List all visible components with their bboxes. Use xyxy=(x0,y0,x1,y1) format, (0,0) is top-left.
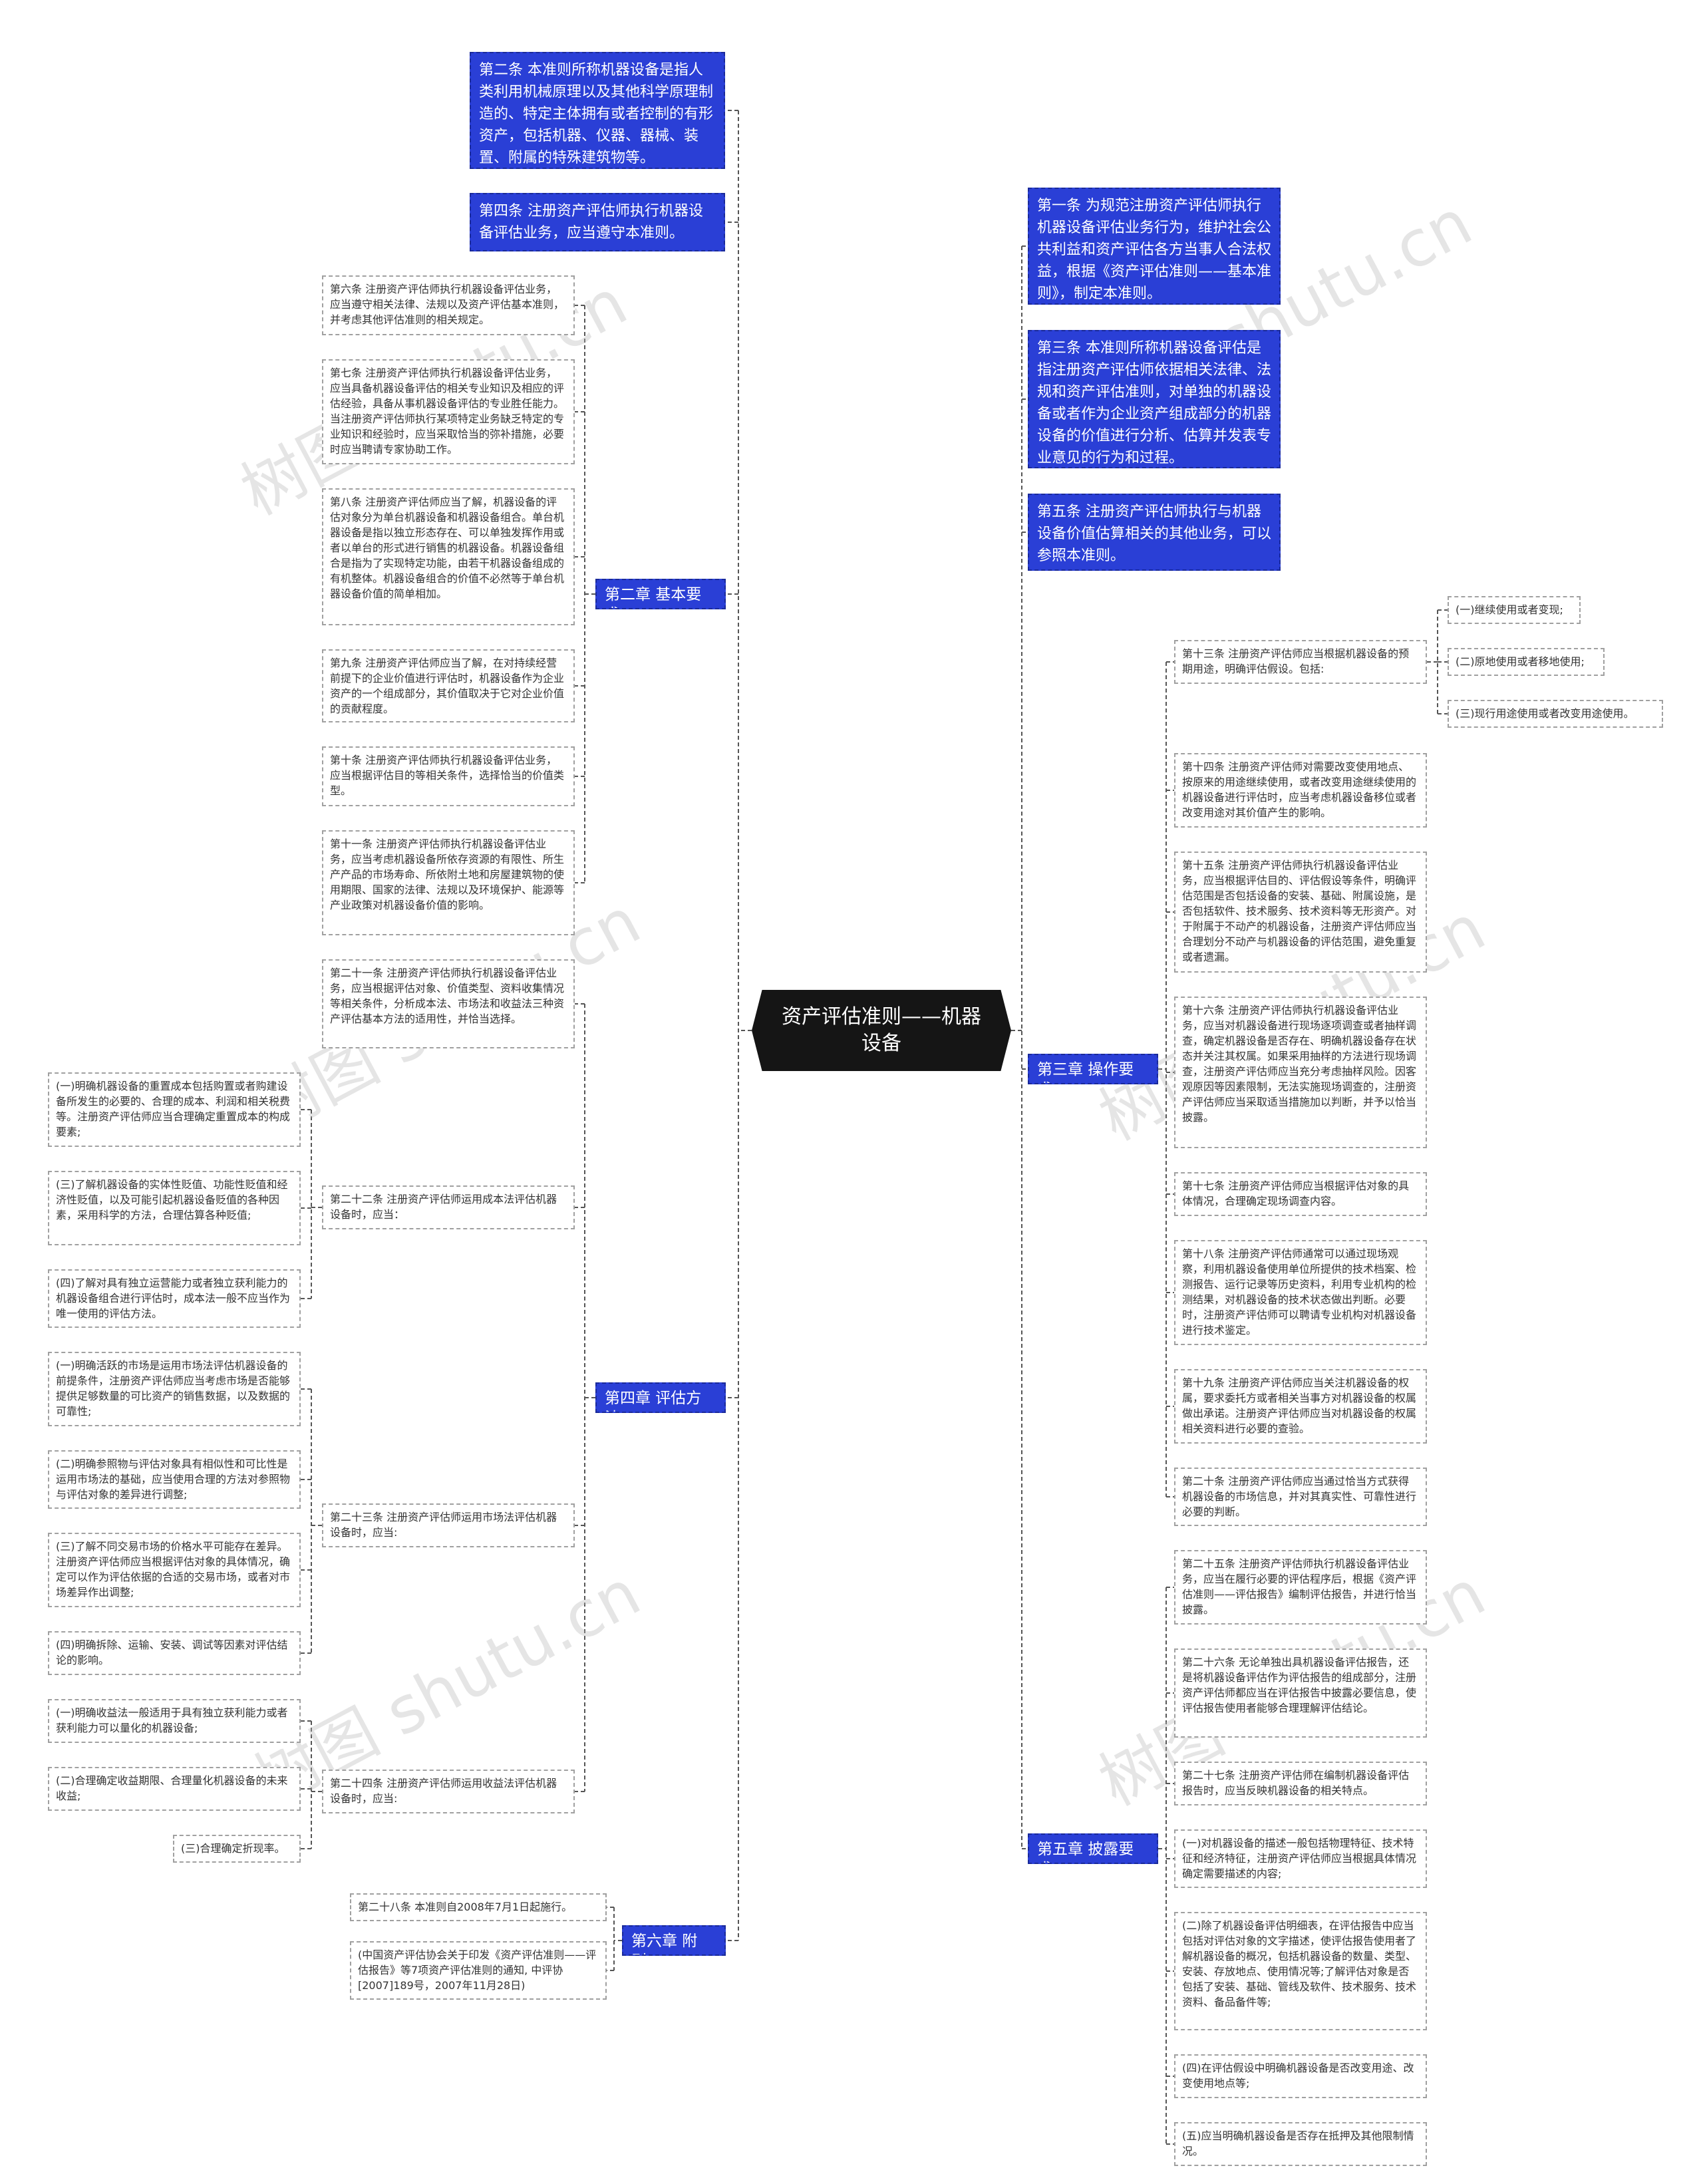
article-21-node[interactable]: 第二十一条 注册资产评估师执行机器设备评估业务，应当根据评估对象、价值类型、资料… xyxy=(322,959,575,1048)
article-15-node[interactable]: 第十五条 注册资产评估师执行机器设备评估业务，应当根据评估目的、评估假设等条件，… xyxy=(1174,852,1427,973)
article-23-item-4[interactable]: (四)明确拆除、运输、安装、调试等因素对评估结论的影响。 xyxy=(48,1631,301,1675)
article-14-node[interactable]: 第十四条 注册资产评估师对需要改变使用地点、按原来的用途继续使用，或者改变用途继… xyxy=(1174,753,1427,828)
article-28-node[interactable]: 第二十八条 本准则自2008年7月1日起施行。 xyxy=(350,1893,607,1921)
article-18-node[interactable]: 第十八条 注册资产评估师通常可以通过现场观察，利用机器设备使用单位所提供的技术档… xyxy=(1174,1240,1427,1345)
article-27-node[interactable]: 第二十七条 注册资产评估师在编制机器设备评估报告时，应当反映机器设备的相关特点。 xyxy=(1174,1762,1427,1805)
article-20-node[interactable]: 第二十条 注册资产评估师应当通过恰当方式获得机器设备的市场信息，并对其真实性、可… xyxy=(1174,1468,1427,1526)
disclosure-item-5[interactable]: (五)应当明确机器设备是否存在抵押及其他限制情况。 xyxy=(1174,2122,1427,2166)
article-22-item-1[interactable]: (一)明确机器设备的重置成本包括购置或者购建设备所发生的必要的、合理的成本、利润… xyxy=(48,1072,301,1147)
article-17-node[interactable]: 第十七条 注册资产评估师应当根据评估对象的具体情况，合理确定现场调查内容。 xyxy=(1174,1172,1427,1216)
article-9-node[interactable]: 第九条 注册资产评估师应当了解，在对持续经营前提下的企业价值进行评估时，机器设备… xyxy=(322,649,575,722)
article-16-node[interactable]: 第十六条 注册资产评估师执行机器设备评估业务，应当对机器设备进行现场逐项调查或者… xyxy=(1174,997,1427,1148)
article-23-node[interactable]: 第二十三条 注册资产评估师运用市场法评估机器设备时，应当: xyxy=(322,1503,575,1547)
article-23-item-2[interactable]: (二)明确参照物与评估对象具有相似性和可比性是运用市场法的基础，应当使用合理的方… xyxy=(48,1450,301,1509)
disclosure-item-1[interactable]: (一)对机器设备的描述一般包括物理特征、技术特征和经济特征，注册资产评估师应当根… xyxy=(1174,1829,1427,1888)
article-13-item-3[interactable]: (三)现行用途使用或者改变用途使用。 xyxy=(1448,700,1663,728)
article-8-node[interactable]: 第八条 注册资产评估师应当了解，机器设备的评估对象分为单台机器设备和机器设备组合… xyxy=(322,488,575,625)
chapter-4-node[interactable]: 第四章 评估方法 xyxy=(595,1382,726,1413)
chapter-2-node[interactable]: 第二章 基本要求 xyxy=(595,579,726,609)
article-22-item-3[interactable]: (三)了解机器设备的实体性贬值、功能性贬值和经济性贬值，以及可能引起机器设备贬值… xyxy=(48,1171,301,1245)
article-4-node[interactable]: 第四条 注册资产评估师执行机器设备评估业务，应当遵守本准则。 xyxy=(470,193,725,251)
chapter-3-node[interactable]: 第三章 操作要求 xyxy=(1028,1054,1158,1084)
article-22-item-4[interactable]: (四)了解对具有独立运营能力或者独立获利能力的机器设备组合进行评估时，成本法一般… xyxy=(48,1269,301,1328)
chapter-5-node[interactable]: 第五章 披露要求 xyxy=(1028,1833,1158,1864)
article-6-node[interactable]: 第六条 注册资产评估师执行机器设备评估业务，应当遵守相关法律、法规以及资产评估基… xyxy=(322,275,575,335)
article-26-node[interactable]: 第二十六条 无论单独出具机器设备评估报告，还是将机器设备评估作为评估报告的组成部… xyxy=(1174,1648,1427,1738)
article-19-node[interactable]: 第十九条 注册资产评估师应当关注机器设备的权属，要求委托方或者相关当事方对机器设… xyxy=(1174,1369,1427,1444)
disclosure-item-4[interactable]: (四)在评估假设中明确机器设备是否改变用途、改变使用地点等; xyxy=(1174,2054,1427,2098)
article-24-item-1[interactable]: (一)明确收益法一般适用于具有独立获利能力或者获利能力可以量化的机器设备; xyxy=(48,1699,301,1743)
disclosure-item-2[interactable]: (二)除了机器设备评估明细表，在评估报告中应当包括对评估对象的文字描述，使评估报… xyxy=(1174,1912,1427,2030)
article-13-node[interactable]: 第十三条 注册资产评估师应当根据机器设备的预期用途，明确评估假设。包括: xyxy=(1174,640,1427,684)
article-23-item-3[interactable]: (三)了解不同交易市场的价格水平可能存在差异。注册资产评估师应当根据评估对象的具… xyxy=(48,1533,301,1607)
article-24-item-2[interactable]: (二)合理确定收益期限、合理量化机器设备的未来收益; xyxy=(48,1767,301,1811)
article-3-node[interactable]: 第三条 本准则所称机器设备评估是指注册资产评估师依据相关法律、法规和资产评估准则… xyxy=(1028,330,1281,468)
article-11-node[interactable]: 第十一条 注册资产评估师执行机器设备评估业务，应当考虑机器设备所依存资源的有限性… xyxy=(322,830,575,935)
root-topic[interactable]: 资产评估准则——机器设备 xyxy=(752,990,1011,1071)
article-24-node[interactable]: 第二十四条 注册资产评估师运用收益法评估机器设备时，应当: xyxy=(322,1770,575,1813)
article-24-item-3[interactable]: (三)合理确定折现率。 xyxy=(173,1835,301,1863)
article-13-item-2[interactable]: (二)原地使用或者移地使用; xyxy=(1448,648,1605,676)
chapter-6-node[interactable]: 第六章 附 则 xyxy=(622,1925,726,1956)
article-10-node[interactable]: 第十条 注册资产评估师执行机器设备评估业务，应当根据评估目的等相关条件，选择恰当… xyxy=(322,746,575,806)
article-23-item-1[interactable]: (一)明确活跃的市场是运用市场法评估机器设备的前提条件，注册资产评估师应当考虑市… xyxy=(48,1352,301,1426)
article-1-node[interactable]: 第一条 为规范注册资产评估师执行机器设备评估业务行为，维护社会公共利益和资产评估… xyxy=(1028,188,1281,305)
article-2-node[interactable]: 第二条 本准则所称机器设备是指人类利用机械原理以及其他科学原理制造的、特定主体拥… xyxy=(470,52,725,169)
article-25-node[interactable]: 第二十五条 注册资产评估师执行机器设备评估业务，应当在履行必要的评估程序后，根据… xyxy=(1174,1550,1427,1625)
article-22-node[interactable]: 第二十二条 注册资产评估师运用成本法评估机器设备时，应当： xyxy=(322,1185,575,1229)
article-5-node[interactable]: 第五条 注册资产评估师执行与机器设备价值估算相关的其他业务，可以参照本准则。 xyxy=(1028,494,1281,571)
notice-node[interactable]: (中国资产评估协会关于印发《资产评估准则——评估报告》等7项资产评估准则的通知,… xyxy=(350,1941,607,2000)
article-7-node[interactable]: 第七条 注册资产评估师执行机器设备评估业务，应当具备机器设备评估的相关专业知识及… xyxy=(322,359,575,464)
article-13-item-1[interactable]: (一)继续使用或者变现; xyxy=(1448,596,1581,624)
